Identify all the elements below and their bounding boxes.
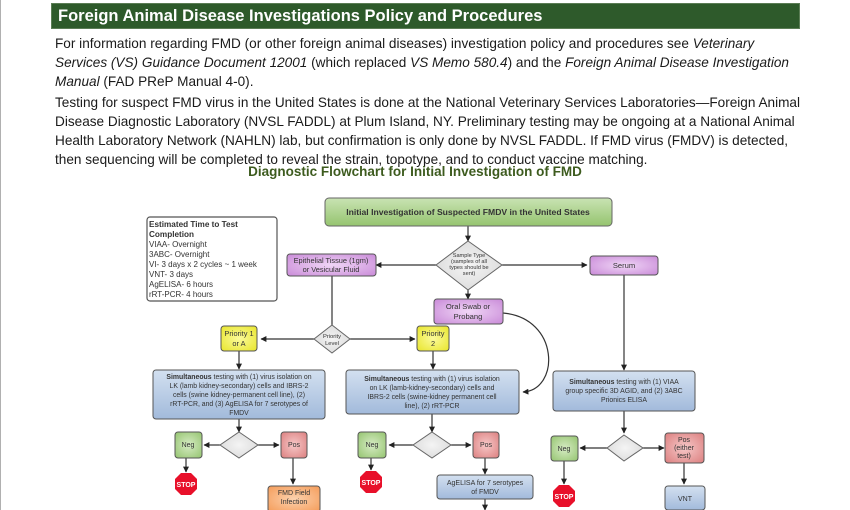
node-label: sent) <box>463 271 476 277</box>
paragraph-text: For information regarding FMD (or other … <box>55 36 693 51</box>
decision-result-1 <box>219 431 259 459</box>
stop-icon: STOP <box>555 494 574 501</box>
legend-item: rRT-PCR- 4 hours <box>149 290 213 299</box>
node-label: Pos <box>480 442 493 449</box>
node-label: Prionics ELISA <box>601 397 647 404</box>
node-label: Initial Investigation of Suspected FMDV … <box>346 207 590 217</box>
doc-reference-fad-manual: Foreign Animal Disease Investigation Man… <box>55 55 789 89</box>
stop-sign-2: STOP <box>360 471 382 493</box>
node-label: or A <box>232 339 245 348</box>
node-label: Infection <box>281 499 308 506</box>
node-label: Level <box>325 341 339 347</box>
node-label: 2 <box>431 339 435 348</box>
legend-title: Completion <box>149 230 194 239</box>
legend-title: Estimated Time to Test <box>149 220 238 229</box>
node-pos-2: Pos <box>472 431 500 459</box>
node-label: IBRS-2 cells (swine-kidney permanent cel… <box>367 394 497 401</box>
node-oral-swab: Oral Swab or Probang <box>433 298 504 325</box>
node-label: group specific 3D AGID, and (2) 3ABC <box>565 388 682 395</box>
node-label: Serum <box>613 261 635 270</box>
node-label: FMDV <box>229 410 249 417</box>
node-label: Priority 1 <box>224 329 253 338</box>
node-label: Probang <box>454 312 483 321</box>
doc-reference-vs-guidance: Veterinary Services (VS) Guidance Docume… <box>55 36 755 70</box>
connectors <box>183 226 687 510</box>
node-label: Neg <box>366 442 379 449</box>
node-label: rRT-PCR, and (3) AgELISA for 7 serotypes… <box>170 401 308 408</box>
decision-result-3 <box>606 434 644 462</box>
stop-sign-3: STOP <box>553 485 575 507</box>
connector-oral-to-test2 <box>502 312 550 395</box>
node-test-serum: Simultaneous testing with (1) VIAA group… <box>552 370 696 412</box>
node-pos-either: Pos (either test) <box>664 432 705 464</box>
node-label: on LK (lamb-kidney-secondary) cells and <box>370 385 495 392</box>
node-priority-1: Priority 1 or A <box>220 325 258 352</box>
node-initial-investigation: Initial Investigation of Suspected FMDV … <box>324 197 613 227</box>
legend-item: VIAA- Overnight <box>149 240 208 249</box>
legend-item: VNT- 3 days <box>149 270 193 279</box>
page-left-border <box>0 0 1 510</box>
node-label: AgELISA for 7 serotypes <box>447 480 524 487</box>
node-label: cells (swine kidney-permanent cell line)… <box>173 392 305 399</box>
node-test-priority-1: Simultaneous testing with (1) virus isol… <box>152 369 326 420</box>
node-label: Priority <box>323 334 341 340</box>
node-label: Simultaneous testing with (1) virus isol… <box>364 376 500 383</box>
node-neg-1: Neg <box>174 431 203 459</box>
node-vnt: VNT <box>664 485 706 510</box>
paragraph-text: ) and the <box>507 55 566 70</box>
node-label: or Vesicular Fluid <box>303 265 360 274</box>
node-label: Priority <box>422 329 445 338</box>
stop-icon: STOP <box>362 480 381 487</box>
paragraph-text: (which replaced <box>307 55 411 70</box>
node-label: test) <box>677 453 691 460</box>
node-pos-1: Pos <box>280 431 308 459</box>
node-test-priority-2: Simultaneous testing with (1) virus isol… <box>345 369 520 415</box>
node-label: Simultaneous testing with (1) VIAA <box>569 379 679 386</box>
node-label: Neg <box>182 442 195 449</box>
node-label: VNT <box>678 496 693 503</box>
node-label: line), (2) rRT-PCR <box>404 403 459 410</box>
node-label: of FMDV <box>471 489 499 496</box>
node-label: Oral Swab or <box>446 302 491 311</box>
node-neg-2: Neg <box>357 431 387 459</box>
node-label: (samples of all <box>451 259 487 265</box>
stop-icon: STOP <box>177 482 196 489</box>
node-label: LK (lamb kidney-secondary) cells and IBR… <box>169 383 308 390</box>
decision-priority-level: Priority Level <box>313 324 351 354</box>
node-serum: Serum <box>589 255 659 276</box>
paragraph-text: (FAD PReP Manual 4-0). <box>99 74 254 89</box>
decision-sample-type: Sample Type (samples of all types should… <box>435 240 503 291</box>
node-label: (either <box>674 445 695 452</box>
node-label: Neg <box>558 446 571 453</box>
node-label: Pos <box>288 442 301 449</box>
paragraph-policy: For information regarding FMD (or other … <box>55 34 805 91</box>
paragraph-testing: Testing for suspect FMD virus in the Uni… <box>55 95 800 167</box>
node-agelisa: AgELISA for 7 serotypes of FMDV <box>436 474 534 500</box>
node-label: Sample Type <box>453 253 486 259</box>
node-label: Epithelial Tissue (1gm) <box>294 256 369 265</box>
node-label: Simultaneous testing with (1) virus isol… <box>166 374 311 381</box>
legend-item: 3ABC- Overnight <box>149 250 210 259</box>
flowchart-title: Diagnostic Flowchart for Initial Investi… <box>0 164 850 179</box>
node-priority-2: Priority 2 <box>416 325 450 352</box>
flowchart-title-text: Diagnostic Flowchart for Initial Investi… <box>248 164 582 179</box>
legend-item: AgELISA- 6 hours <box>149 280 213 289</box>
node-label: Pos <box>678 437 691 444</box>
stop-sign-1: STOP <box>175 473 197 495</box>
node-label: FMD Field <box>278 490 310 497</box>
decision-result-2 <box>412 431 452 459</box>
node-label: types should be <box>449 265 488 271</box>
node-epithelial-tissue: Epithelial Tissue (1gm) or Vesicular Flu… <box>286 253 377 277</box>
doc-reference-vs-memo: VS Memo 580.4 <box>410 55 508 70</box>
legend-item: VI- 3 days x 2 cycles ~ 1 week <box>149 260 258 269</box>
node-neg-3: Neg <box>550 435 579 462</box>
legend-time-to-completion: Estimated Time to Test Completion VIAA- … <box>146 216 278 302</box>
node-fmd-field-infection: FMD Field Infection <box>267 485 321 510</box>
section-heading: Foreign Animal Disease Investigations Po… <box>51 3 800 29</box>
